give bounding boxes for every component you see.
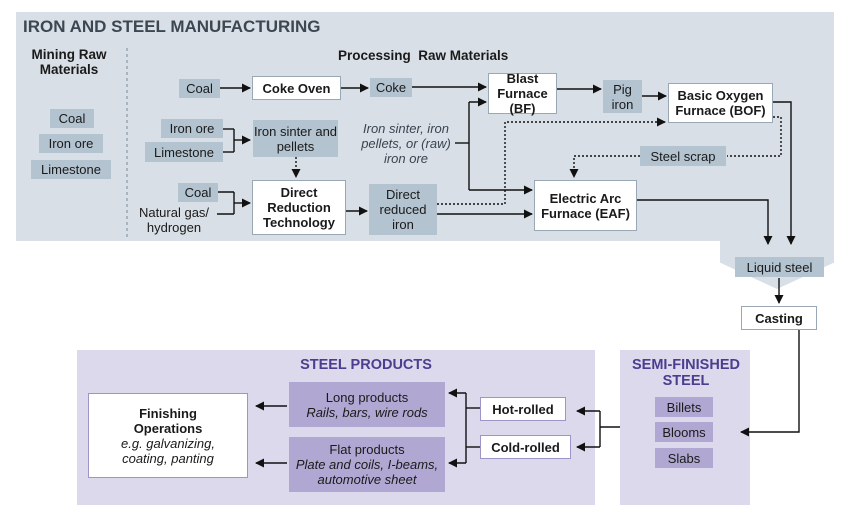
steel-products-title: STEEL PRODUCTS (300, 357, 432, 373)
sinter-note: Iron sinter, iron pellets, or (raw) iron… (361, 120, 451, 166)
basic-oxygen-furnace: Basic Oxygen Furnace (BOF) (668, 83, 773, 123)
direct-reduced-iron: Direct reduced iron (369, 184, 437, 235)
blast-furnace: Blast Furnace (BF) (488, 71, 557, 116)
mining-heading: Mining Raw Materials (31, 47, 107, 77)
diagram-title: IRON AND STEEL MANUFACTURING (23, 17, 321, 36)
semi-billets: Billets (655, 397, 713, 417)
mining-iron-ore: Iron ore (39, 134, 103, 153)
steel-scrap: Steel scrap (640, 146, 726, 166)
long-products-title: Long products (325, 389, 409, 405)
pig-iron: Pig iron (603, 80, 642, 113)
iron-sinter-pellets: Iron sinter and pellets (253, 120, 338, 157)
natural-gas-hydrogen: Natural gas/ hydrogen (138, 205, 210, 235)
direct-reduction-technology: Direct Reduction Technology (252, 180, 346, 235)
long-products-sub: Rails, bars, wire rods (306, 404, 428, 420)
finishing-title: Finishing Operations (133, 405, 203, 436)
hot-rolled: Hot-rolled (480, 397, 566, 421)
finishing-sub: e.g. galvanizing, coating, panting (121, 435, 215, 466)
mining-coal: Coal (50, 109, 94, 128)
semi-slabs: Slabs (655, 448, 713, 468)
limestone: Limestone (145, 142, 223, 162)
processing-heading: Processing Raw Materials (338, 48, 509, 63)
finishing-operations: Finishing Operations e.g. galvanizing, c… (88, 393, 248, 478)
liquid-steel: Liquid steel (735, 257, 824, 277)
cold-rolled: Cold-rolled (480, 435, 571, 459)
coal-mid: Coal (178, 183, 218, 202)
mining-limestone: Limestone (31, 160, 111, 179)
coal-top: Coal (179, 79, 220, 98)
flat-products: Flat products Plate and coils, I-beams, … (289, 437, 445, 492)
semi-finished-title: SEMI-FINISHED STEEL (632, 357, 740, 389)
flat-products-sub: Plate and coils, I-beams, automotive she… (295, 457, 439, 487)
long-products: Long products Rails, bars, wire rods (289, 382, 445, 427)
iron-ore: Iron ore (161, 119, 223, 138)
coke: Coke (370, 78, 412, 97)
coke-oven: Coke Oven (252, 76, 341, 100)
semi-blooms: Blooms (655, 422, 713, 442)
casting: Casting (741, 306, 817, 330)
flat-products-title: Flat products (329, 442, 405, 457)
electric-arc-furnace: Electric Arc Furnace (EAF) (534, 180, 637, 231)
